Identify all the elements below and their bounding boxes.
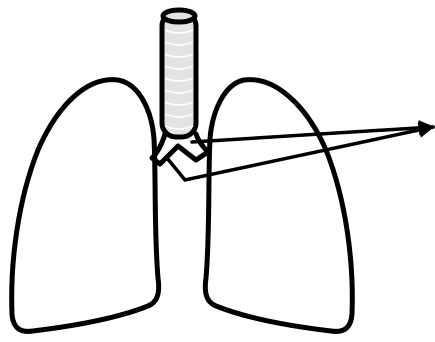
- right-lung: [12, 80, 159, 332]
- left-lung: [205, 80, 352, 332]
- trachea: [162, 10, 196, 137]
- trachea-opening: [163, 10, 195, 22]
